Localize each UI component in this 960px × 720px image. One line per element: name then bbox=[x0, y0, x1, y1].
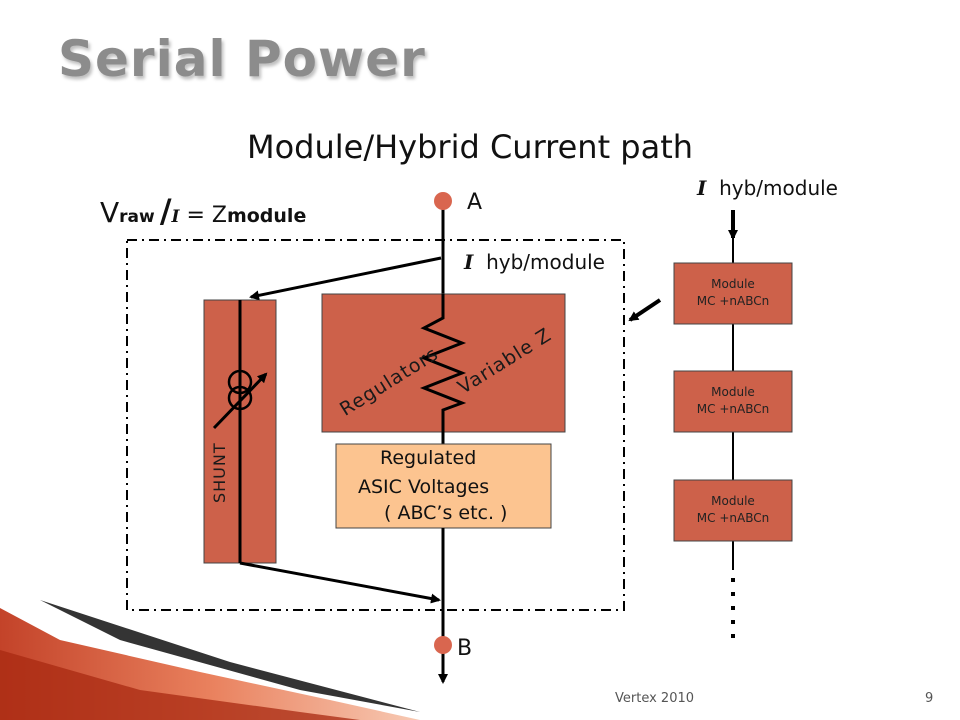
node-b-marker bbox=[434, 636, 452, 654]
module-box-2 bbox=[673, 370, 793, 433]
module-box-1 bbox=[673, 262, 793, 325]
current-source-circle-bottom bbox=[227, 385, 253, 411]
regulated-line2: ASIC Voltages bbox=[358, 476, 490, 498]
module-boundary bbox=[126, 239, 625, 611]
regulated-asic-box bbox=[335, 443, 552, 529]
variable-resistor-zigzag bbox=[419, 294, 467, 432]
node-b-label: B bbox=[457, 636, 473, 661]
slide-title: Serial Power bbox=[58, 30, 426, 88]
shunt-branch-in bbox=[249, 256, 442, 301]
current-label-chain: I hyb/module bbox=[697, 176, 838, 200]
page-number: 9 bbox=[925, 691, 934, 706]
regulated-line3: ( ABC’s etc. ) bbox=[384, 502, 508, 524]
module-box-3 bbox=[673, 479, 793, 542]
footer-text: Vertex 2010 bbox=[615, 691, 695, 706]
impedance-equation: Vraw /I = Zmodule bbox=[100, 192, 307, 230]
current-source-circle-top bbox=[227, 369, 253, 395]
shunt-label: SHUNT bbox=[210, 442, 229, 503]
shunt-branch-out bbox=[239, 561, 441, 604]
node-a-label: A bbox=[467, 190, 483, 215]
node-a-marker bbox=[434, 192, 452, 210]
variable-arrow bbox=[212, 372, 268, 430]
zoom-pointer-arrow bbox=[628, 298, 662, 322]
regulated-line1: Regulated bbox=[380, 447, 477, 469]
current-label-module: I hyb/module bbox=[464, 250, 605, 274]
slide-subtitle: Module/Hybrid Current path bbox=[246, 128, 694, 166]
